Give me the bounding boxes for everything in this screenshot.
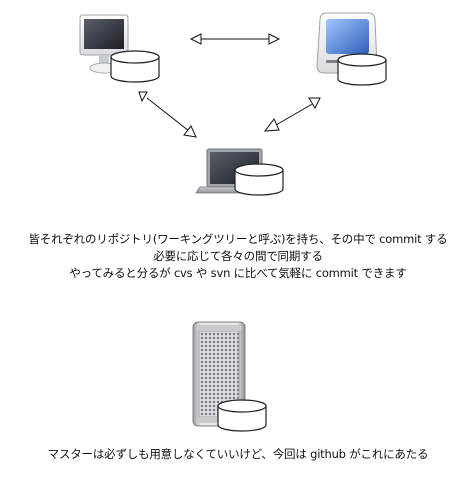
caption-line-1: 皆それぞれのリポジトリ(ワーキングツリーと呼ぶ)を持ち、その中で commit …: [28, 232, 448, 246]
master-caption: マスターは必ずしも用意しなくていいけど、今回は github がこれにあたる: [47, 447, 429, 461]
repository-disk-icon: [337, 53, 387, 86]
caption-line-2: 必要に応じて各々の間で同期する: [153, 249, 323, 263]
caption-line-3: やってみると分るが cvs や svn に比べて気軽に commit できます: [69, 266, 407, 280]
sync-arrow-left: [138, 91, 197, 138]
repository-disk-icon: [217, 399, 267, 432]
repository-disk-icon: [110, 50, 160, 83]
imac-flatpanel-icon: [79, 14, 129, 74]
sync-arrow-right: [263, 97, 321, 132]
sync-arrow-top: [189, 33, 281, 45]
repository-disk-icon: [234, 163, 284, 196]
diagram-caption: 皆それぞれのリポジトリ(ワーキングツリーと呼ぶ)を持ち、その中で commit …: [0, 231, 476, 282]
